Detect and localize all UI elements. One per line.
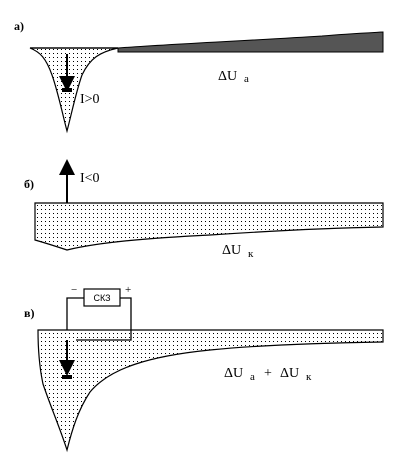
panel-b-delta: ΔU xyxy=(222,243,241,258)
panel-a-current-label: I>0 xyxy=(80,92,100,107)
panel-c-delta2-subscript: к xyxy=(306,371,312,383)
panel-c-delta1: ΔU xyxy=(224,366,243,381)
panel-c: в) СКЗ − + ΔU a + ΔU к xyxy=(24,284,384,453)
panel-c-wire-positive xyxy=(76,297,132,341)
panel-b: б) I<0 ΔU к xyxy=(24,159,384,260)
panel-c-letter: в) xyxy=(24,306,34,320)
panel-a-potential-wedge xyxy=(117,31,384,53)
panel-b-current-label: I<0 xyxy=(80,171,100,186)
panel-c-combined-profile xyxy=(37,329,384,453)
panel-b-delta-subscript: к xyxy=(248,248,254,260)
panel-a-electrode xyxy=(62,88,72,92)
panel-a-delta: ΔU xyxy=(218,69,237,84)
panel-a: а) I>0 ΔU a xyxy=(14,19,384,134)
panel-b-letter: б) xyxy=(24,177,34,191)
panel-c-delta1-subscript: a xyxy=(250,371,255,383)
panel-a-delta-subscript: a xyxy=(244,73,249,85)
panel-c-plus: + xyxy=(264,366,272,381)
panel-c-device-label: СКЗ xyxy=(93,293,110,303)
panel-c-minus-sign: − xyxy=(71,284,77,296)
panel-c-delta2: ΔU xyxy=(280,366,299,381)
panel-c-device-box xyxy=(83,288,121,307)
panel-a-letter: а) xyxy=(14,19,24,33)
panel-c-delta-label: ΔU a + ΔU к xyxy=(224,366,312,383)
panel-c-wire-negative xyxy=(66,297,84,330)
panel-c-electrode xyxy=(62,375,72,379)
panel-b-delta-label: ΔU к xyxy=(222,243,254,260)
panel-c-plus-sign: + xyxy=(125,284,131,296)
panel-a-anode-cone xyxy=(29,47,119,134)
panel-b-cathode-profile xyxy=(34,202,384,251)
panel-a-delta-label: ΔU a xyxy=(218,69,249,85)
